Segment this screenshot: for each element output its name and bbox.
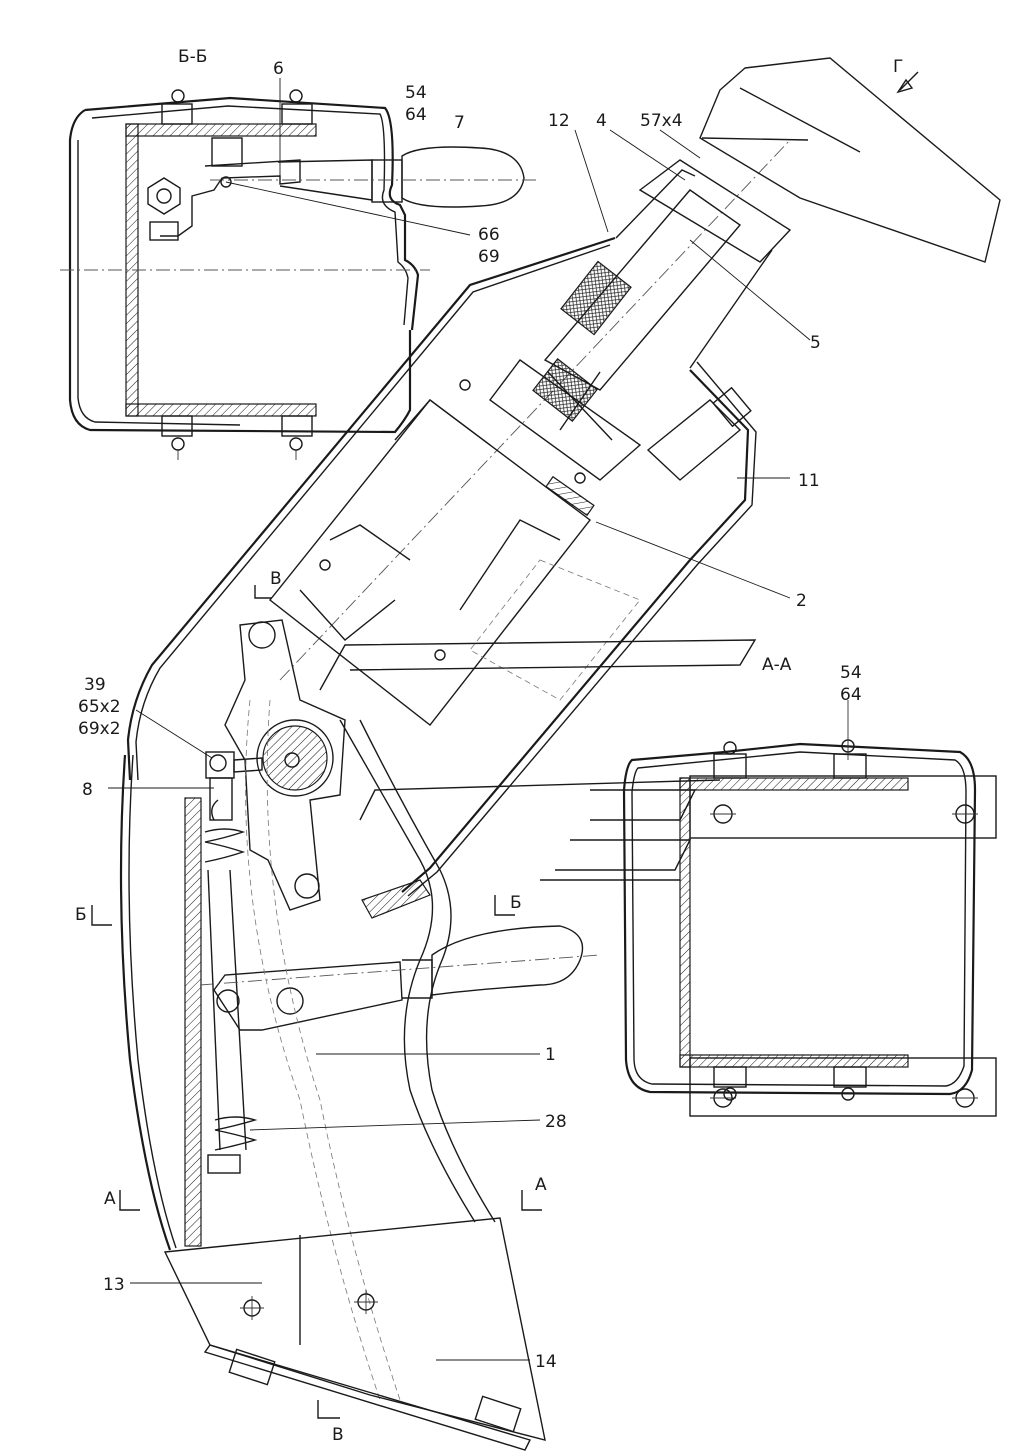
bearing-upper <box>560 260 632 336</box>
cut-v-top: В <box>270 569 282 589</box>
section-aa-title: А-А <box>762 655 792 675</box>
section-bb-view <box>60 89 540 460</box>
shaft-5 <box>543 189 742 391</box>
aa-upper-plate <box>689 775 997 839</box>
callout-7: 7 <box>454 113 465 133</box>
callout-12: 12 <box>548 111 570 131</box>
callout-14: 14 <box>535 1352 557 1372</box>
lower-lever <box>213 961 403 1031</box>
callout-1: 1 <box>545 1045 556 1065</box>
linkage-assembly <box>119 619 601 1451</box>
callout-5: 5 <box>810 333 821 353</box>
spring-28 <box>214 1116 258 1151</box>
lever-bracket <box>211 137 243 167</box>
lower-knob <box>431 925 584 996</box>
pivot-bolt-top <box>248 621 276 649</box>
motor-block <box>269 399 591 726</box>
aa-channel-web <box>679 777 691 1068</box>
bolt-top-right <box>281 89 313 125</box>
callout-2: 2 <box>796 591 807 611</box>
callout-54-top: 54 <box>405 83 427 103</box>
cut-b-left: Б <box>75 905 87 925</box>
pivot-arm <box>224 619 346 911</box>
callout-66: 66 <box>478 225 500 245</box>
hex-nut <box>147 177 181 215</box>
callout-8: 8 <box>82 780 93 800</box>
callout-69: 69 <box>478 247 500 267</box>
mounting-plate <box>545 475 595 517</box>
knob-collar <box>371 159 403 203</box>
callout-69x2: 69х2 <box>78 719 121 739</box>
callout-64-top: 64 <box>405 105 427 125</box>
callout-54-aa: 54 <box>840 663 862 683</box>
pivot-bolt-bottom <box>294 873 320 899</box>
callout-57x4: 57х4 <box>640 111 683 131</box>
cut-b-right: Б <box>510 893 522 913</box>
base-plate-hatched <box>184 797 202 1247</box>
bolt-bottom-right <box>281 415 313 460</box>
shaft-collar <box>638 159 792 263</box>
cut-a-right: А <box>535 1175 547 1195</box>
channel-bottom-flange <box>125 403 317 417</box>
text-labels: Б-Б А-А Г В В Б Б А А 54 64 6 7 66 69 12… <box>75 47 903 1445</box>
callout-11: 11 <box>798 471 820 491</box>
aa-channel-bottom <box>679 1054 909 1068</box>
bolt-bottom-left <box>161 415 193 460</box>
knob-7 <box>401 146 525 208</box>
callout-6: 6 <box>273 59 284 79</box>
spring-hook-bracket <box>209 777 233 821</box>
channel-top-flange <box>125 123 317 137</box>
callout-39: 39 <box>84 675 106 695</box>
view-g-label: Г <box>893 57 903 77</box>
spring-upper <box>204 828 246 863</box>
view-g-plate <box>699 57 1001 263</box>
section-aa-view <box>622 700 997 1117</box>
aa-channel-top <box>679 777 909 791</box>
leader-lines <box>91 78 811 1419</box>
section-bb-title: Б-Б <box>178 47 207 67</box>
callout-13: 13 <box>103 1275 125 1295</box>
callout-64-aa: 64 <box>840 685 862 705</box>
cut-v-bottom: В <box>332 1425 344 1445</box>
bolt-top-left <box>161 89 193 125</box>
callout-28: 28 <box>545 1112 567 1132</box>
callout-65x2: 65х2 <box>78 697 121 717</box>
foot-pedal-13 <box>163 1217 546 1441</box>
cut-a-left: А <box>104 1189 116 1209</box>
aa-lower-plate <box>689 1057 997 1117</box>
callout-4: 4 <box>596 111 607 131</box>
pedal-pad-14 <box>203 1344 531 1451</box>
